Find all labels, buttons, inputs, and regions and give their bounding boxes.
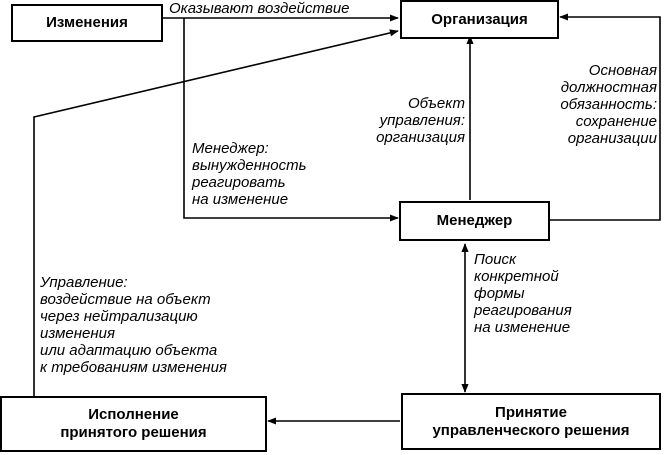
influence-label: Оказывают воздействие — [169, 0, 350, 17]
manager-need-label: Менеджер: вынужденность реагировать на и… — [192, 140, 307, 208]
managed-object-label: Объект управления: организация — [376, 95, 465, 146]
changes-title: Изменения — [46, 14, 128, 31]
execution-box: Исполнение принятого решения — [0, 396, 267, 452]
arrow-execution-to-organization — [33, 29, 399, 396]
search-form-label: Поиск конкретной формы реагирования на и… — [474, 251, 572, 336]
main-duty-label: Основная должностная обязанность: сохран… — [560, 62, 657, 147]
organization-title: Организация — [431, 10, 528, 28]
decision-title-line1: Принятие — [495, 403, 567, 421]
arrow-manager-duty-to-organization — [550, 13, 661, 221]
manager-box: Менеджер — [399, 201, 550, 241]
decision-box: Принятие управленческого решения — [401, 393, 661, 450]
manager-title: Менеджер — [436, 212, 513, 229]
execution-title-line2: принятого решения — [60, 424, 207, 441]
management-label: Управление: воздействие на объект через … — [40, 274, 227, 376]
decision-title-line2: управленческого решения — [432, 421, 630, 439]
execution-title-line1: Исполнение — [88, 406, 179, 423]
organization-box: Организация — [400, 0, 559, 39]
arrow-changes-to-manager — [183, 18, 399, 222]
changes-box: Изменения — [11, 4, 163, 42]
